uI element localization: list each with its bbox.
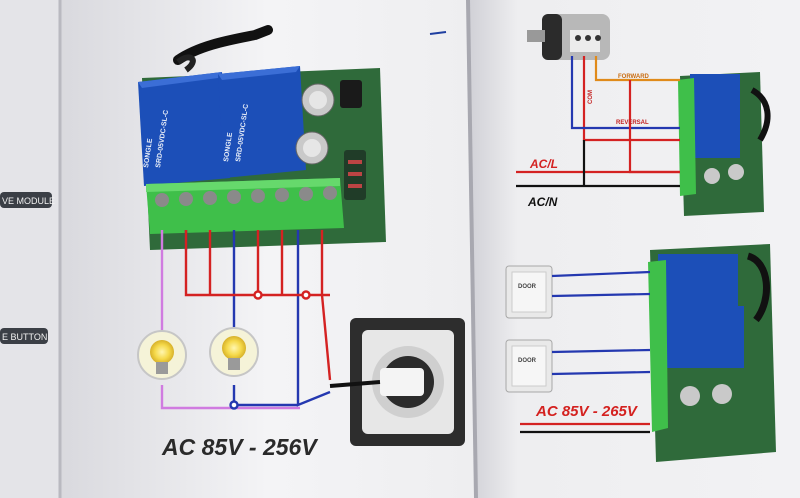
wire-pink-lamp1-bottom — [160, 385, 300, 410]
wire-red-outlet — [320, 230, 332, 381]
wire-forward — [594, 56, 680, 82]
button-1-label: DOOR — [518, 284, 537, 290]
wire-btn1-a — [551, 270, 651, 278]
left-page-strip — [0, 0, 60, 498]
wire-btn2-a — [551, 348, 651, 354]
motor-diagram: FORWARD REVERSAL COM AC/L AC/N — [516, 14, 771, 216]
motor — [527, 14, 610, 60]
wire-reversal-label: REVERSAL — [616, 120, 649, 126]
relay-2-brand: SONGLE — [223, 132, 234, 163]
wire-forward-label: FORWARD — [618, 74, 650, 80]
terminal-block — [146, 178, 344, 234]
motor-ac-neutral-label: AC/N — [527, 195, 558, 209]
main-voltage-label: AC 85V - 256V — [161, 434, 318, 460]
relay-1-brand: SONGLE — [143, 138, 154, 169]
motor-relay-module — [678, 72, 771, 216]
tab-bottom-label: E BUTTON — [2, 332, 47, 342]
blue-mark — [429, 31, 447, 35]
wall-button-2: DOOR — [505, 339, 553, 393]
main-wires — [160, 230, 332, 410]
terminal-screws — [155, 186, 337, 207]
relay-1: SRD-05VDC-SL-C SONGLE — [138, 72, 230, 186]
plug-cord — [329, 380, 381, 388]
wall-outlet — [329, 318, 465, 446]
chip — [340, 80, 362, 108]
button-voltage-label: AC 85V - 265V — [535, 403, 639, 420]
lamp-1 — [137, 330, 187, 380]
button-relay-module — [648, 244, 776, 462]
wall-button-1: DOOR — [505, 265, 553, 319]
page-fold-right — [466, 0, 478, 498]
left-tab-module: VE MODULE — [0, 192, 55, 208]
relay-2: SRD-05VDC-SL-C SONGLE — [218, 66, 306, 178]
lamp-2 — [209, 327, 259, 377]
button-diagram: DOOR DOOR AC 85V - 265V — [505, 244, 776, 462]
wire-btn1-b — [551, 292, 651, 298]
button-2-label: DOOR — [518, 358, 537, 364]
wire-reversal — [570, 56, 680, 130]
wire-com-label: COM — [588, 90, 594, 104]
wire-btn2-b — [551, 370, 651, 376]
motor-ac-line-label: AC/L — [529, 157, 558, 171]
tab-top-label: VE MODULE — [2, 196, 55, 206]
left-tab-button: E BUTTON — [0, 328, 48, 344]
main-relay-module: SRD-05VDC-SL-C SONGLE SRD-05VDC-SL-C SON… — [138, 25, 386, 250]
plug — [380, 368, 424, 396]
